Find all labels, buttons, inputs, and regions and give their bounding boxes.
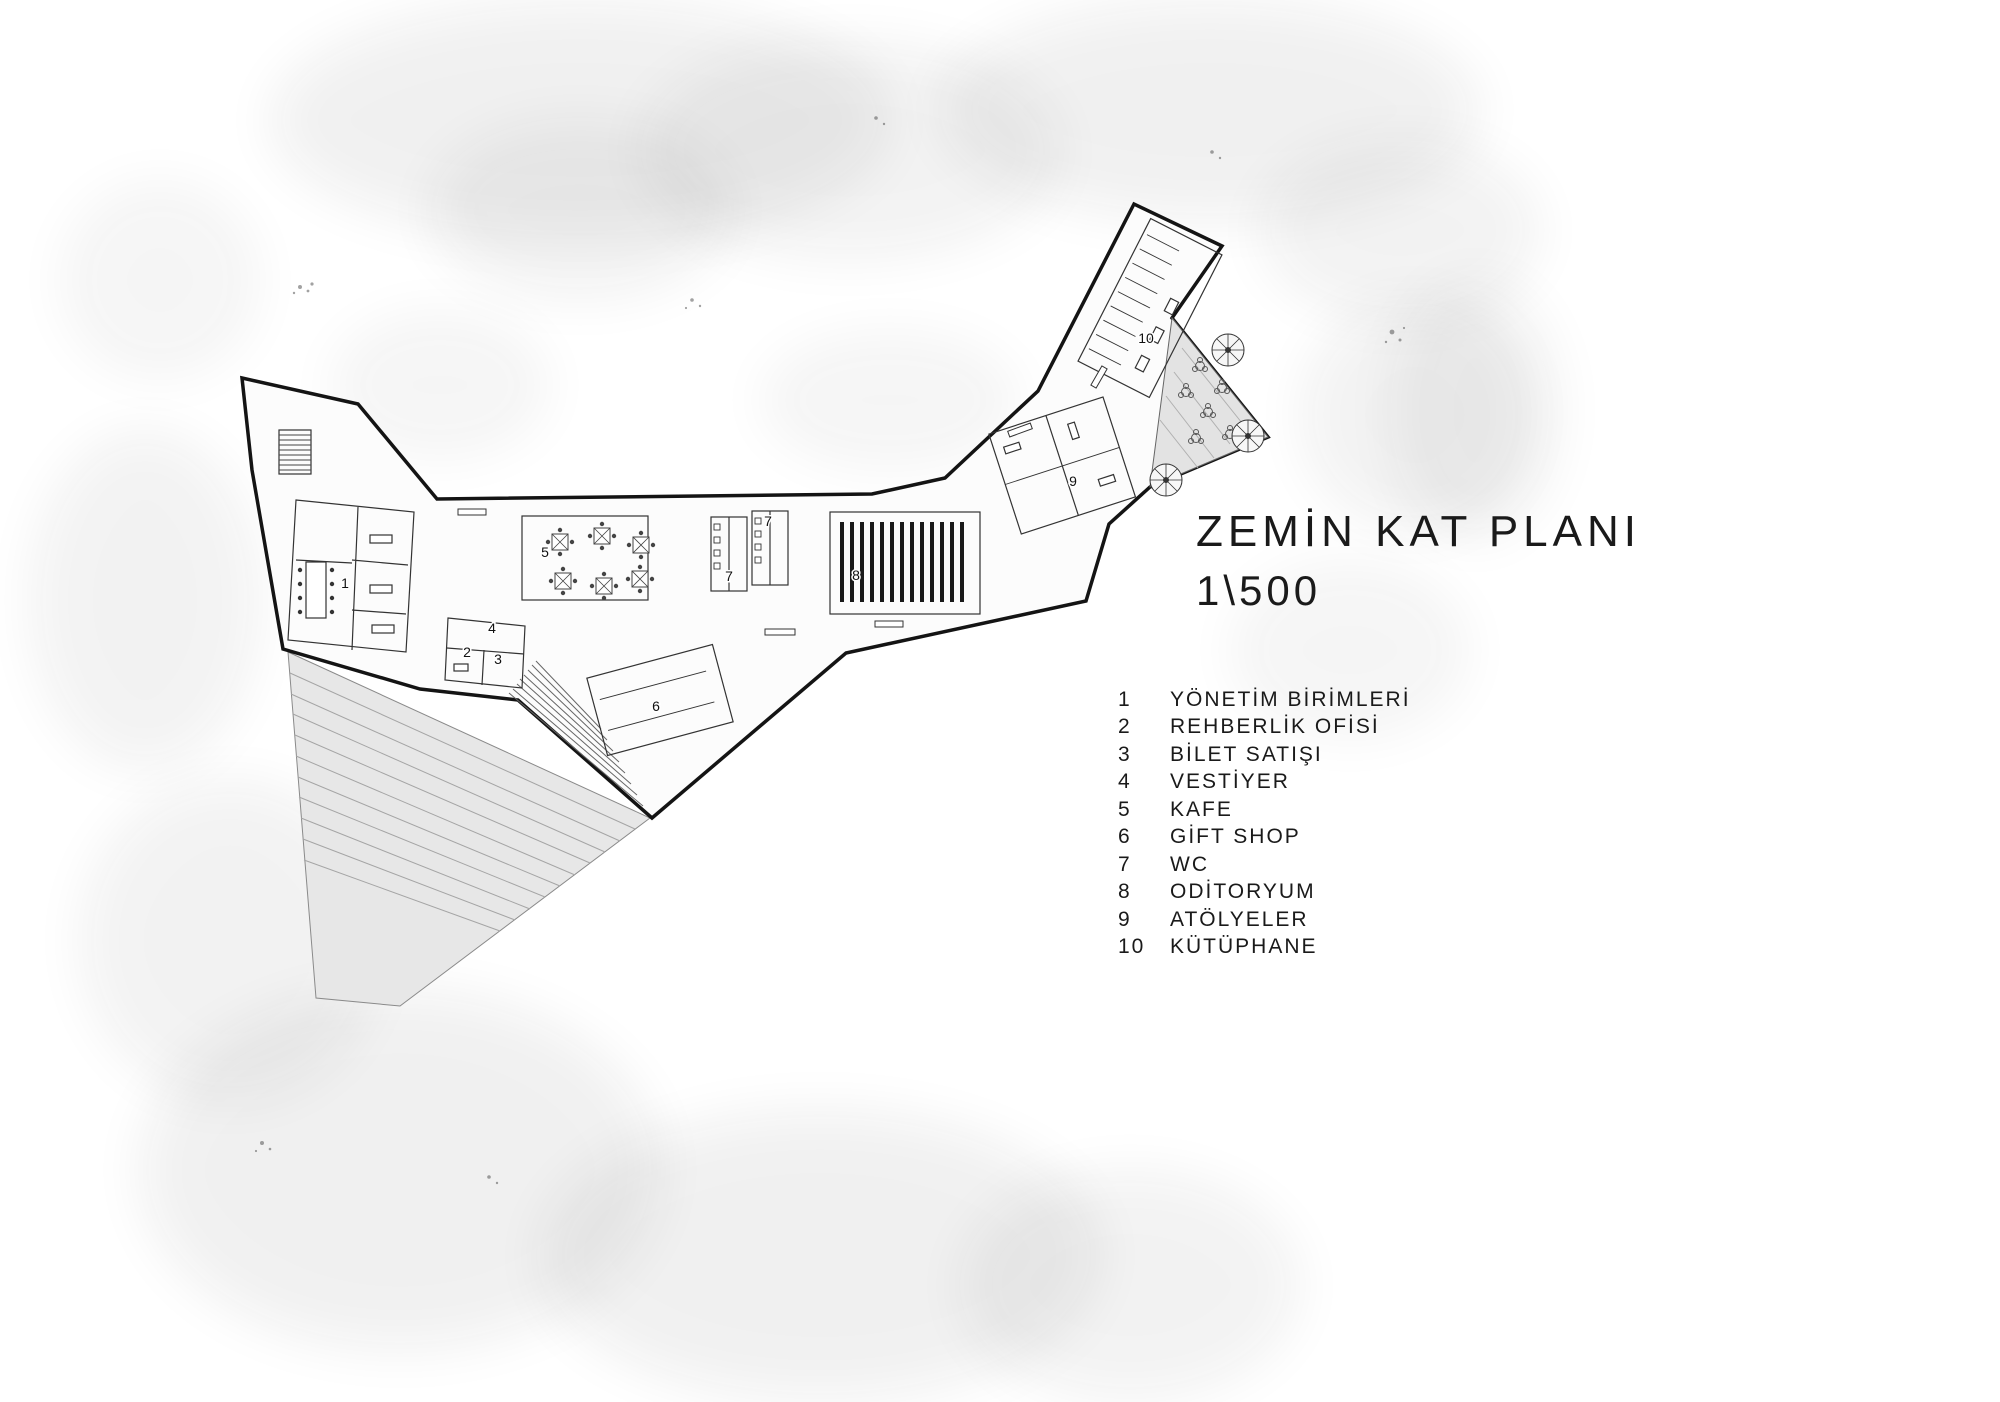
legend-item-number: 7 bbox=[1118, 852, 1132, 876]
legend-row: 7 WC bbox=[1118, 851, 1411, 879]
legend-row: 6 GİFT SHOP bbox=[1118, 824, 1411, 852]
legend-item-number: 10 bbox=[1118, 935, 1146, 959]
legend-item-label: KÜTÜPHANE bbox=[1170, 935, 1318, 959]
legend-item-number: 3 bbox=[1118, 742, 1132, 766]
room-management-suite bbox=[287, 499, 415, 653]
legend-row: 8 ODİTORYUM bbox=[1118, 879, 1411, 907]
room-number-label: 8 bbox=[852, 567, 860, 583]
wash-blob bbox=[430, 120, 730, 300]
legend-item-label: VESTİYER bbox=[1170, 770, 1290, 794]
legend-row: 9 ATÖLYELER bbox=[1118, 906, 1411, 934]
ink-speckles bbox=[254, 116, 1406, 1185]
wash-blob bbox=[270, 0, 890, 240]
plan-title: ZEMİN KAT PLANI bbox=[1196, 507, 1642, 556]
legend-row: 1 YÖNETİM BİRİMLERİ bbox=[1118, 686, 1411, 714]
legend: 1 YÖNETİM BİRİMLERİ 2 REHBERLİK OFİSİ 3 … bbox=[1118, 686, 1411, 961]
legend-item-label: WC bbox=[1170, 852, 1209, 876]
legend-item-label: GİFT SHOP bbox=[1170, 825, 1301, 849]
legend-item-number: 9 bbox=[1118, 907, 1132, 931]
benches bbox=[457, 365, 1108, 636]
wash-blob bbox=[30, 430, 260, 770]
wash-blob bbox=[540, 1110, 1100, 1400]
room-number-label: 7 bbox=[725, 568, 733, 584]
legend-item-label: YÖNETİM BİRİMLERİ bbox=[1170, 687, 1411, 711]
room-number-label: 7 bbox=[764, 513, 772, 529]
legend-item-number: 8 bbox=[1118, 880, 1132, 904]
legend-row: 3 BİLET SATIŞI bbox=[1118, 741, 1411, 769]
wash-blob bbox=[60, 180, 260, 380]
legend-item-number: 6 bbox=[1118, 825, 1132, 849]
wash-blob bbox=[1260, 140, 1540, 320]
title-block: ZEMİN KAT PLANI 1\500 bbox=[1196, 506, 1641, 615]
plan-scale: 1\500 bbox=[1196, 566, 1322, 614]
room-auditorium bbox=[829, 511, 981, 615]
wc-blocks bbox=[710, 510, 789, 592]
room-number-label: 6 bbox=[652, 698, 660, 714]
wash-blob bbox=[1390, 280, 1560, 540]
legend-item-number: 1 bbox=[1118, 687, 1132, 711]
room-number-label: 2 bbox=[463, 644, 471, 660]
legend-item-label: REHBERLİK OFİSİ bbox=[1170, 715, 1380, 739]
legend-row: 5 KAFE bbox=[1118, 796, 1411, 824]
legend-row: 10 KÜTÜPHANE bbox=[1118, 934, 1411, 962]
room-number-label: 10 bbox=[1138, 330, 1154, 346]
wash-blob bbox=[640, 40, 1060, 260]
wash-blob bbox=[940, 0, 1480, 220]
legend-item-number: 2 bbox=[1118, 715, 1132, 739]
room-workshops bbox=[988, 396, 1137, 535]
room-kafe bbox=[521, 515, 656, 601]
room-number-labels: 1 2 3 4 5 6 7 7 8 9 10 bbox=[340, 329, 1156, 716]
room-number-label: 4 bbox=[488, 620, 496, 636]
legend-item-number: 4 bbox=[1118, 770, 1132, 794]
room-number-label: 3 bbox=[494, 651, 502, 667]
staircase-left-wing bbox=[278, 429, 312, 475]
wash-blob bbox=[960, 1170, 1300, 1400]
room-number-label: 1 bbox=[341, 575, 349, 591]
rooms-2-3-4-block bbox=[444, 617, 526, 689]
legend-item-label: ATÖLYELER bbox=[1170, 907, 1309, 931]
interior-stairs bbox=[508, 660, 644, 807]
wash-blob bbox=[140, 990, 660, 1350]
room-gift-shop bbox=[586, 643, 734, 757]
legend-item-number: 5 bbox=[1118, 797, 1132, 821]
legend-item-label: BİLET SATIŞI bbox=[1170, 742, 1323, 766]
room-number-label: 5 bbox=[541, 544, 549, 560]
legend-item-label: KAFE bbox=[1170, 797, 1233, 821]
legend-item-label: ODİTORYUM bbox=[1170, 880, 1316, 904]
room-number-label: 9 bbox=[1069, 473, 1077, 489]
legend-row: 2 REHBERLİK OFİSİ bbox=[1118, 714, 1411, 742]
wash-blob bbox=[1230, 560, 1470, 740]
legend-row: 4 VESTİYER bbox=[1118, 769, 1411, 797]
wash-blob bbox=[1300, 300, 1530, 530]
room-library bbox=[1077, 217, 1223, 399]
plaza-terrace bbox=[287, 651, 651, 1007]
